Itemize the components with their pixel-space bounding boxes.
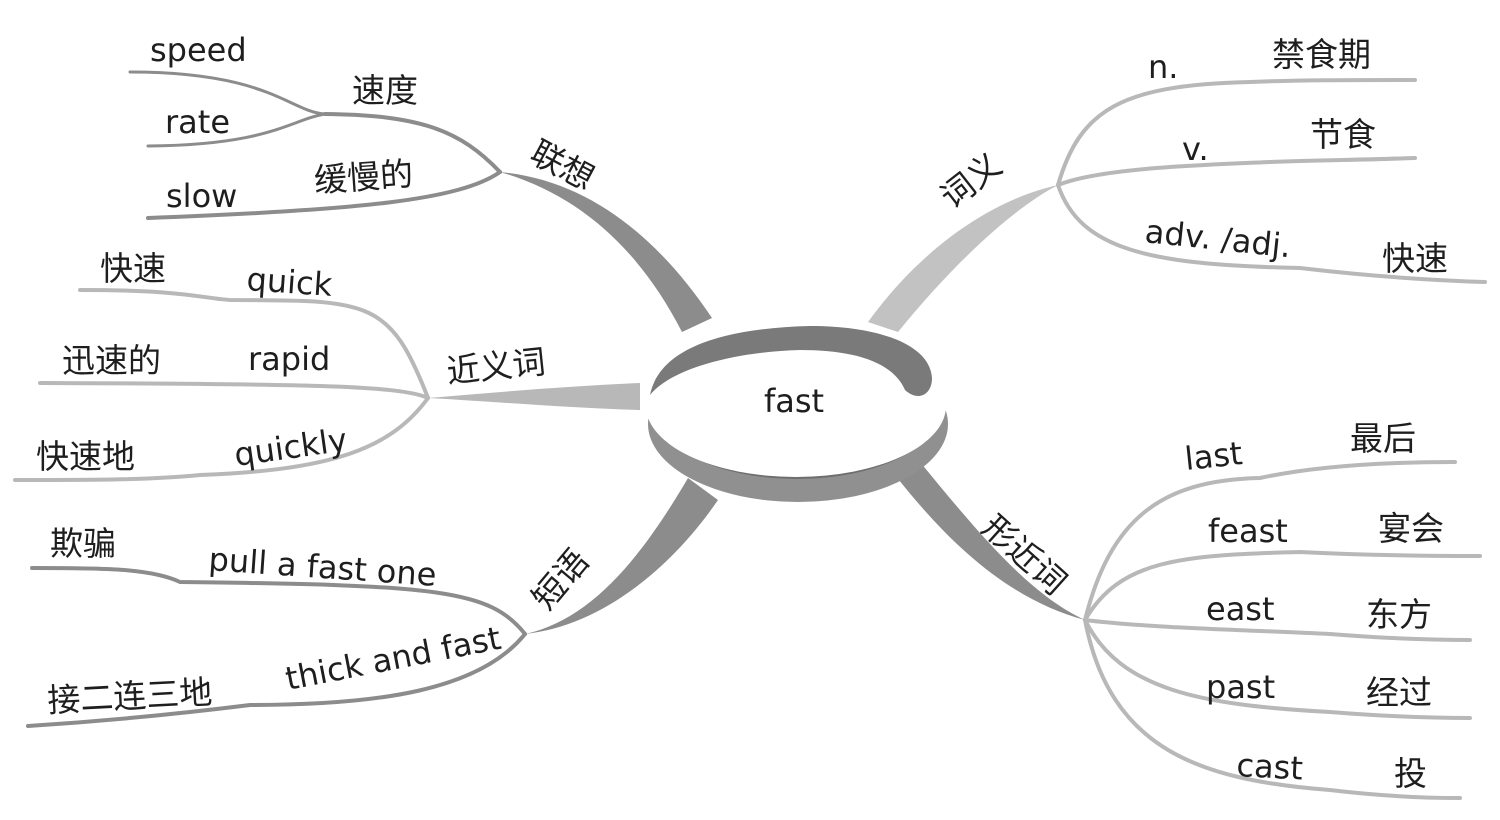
synonym-word-quick: quick (245, 260, 334, 304)
synonym-meaning-rapid: 迅速的 (62, 341, 161, 380)
phrase-meaning-pull: 欺骗 (50, 524, 116, 563)
synonym-word-rapid: rapid (248, 340, 330, 378)
meaning-text-v: 节食 (1310, 115, 1376, 154)
branch-similar-trunk (895, 462, 1085, 620)
phrase-thick-and-fast: thick and fast (282, 619, 504, 698)
meaning-text-adv-adj: 快速 (1382, 239, 1448, 278)
branch-association-trunk (500, 172, 712, 332)
similar-word-feast: feast (1208, 512, 1288, 550)
leaf-rate: rate (165, 103, 230, 141)
central-node: fast (646, 326, 948, 502)
synonym-word-quickly: quickly (232, 421, 350, 474)
meaning-pos-n: n. (1148, 48, 1178, 86)
similar-word-cast: cast (1236, 746, 1304, 787)
leaf-slow: slow (166, 177, 237, 215)
branch-phrases-trunk (525, 478, 718, 634)
similar-word-east: east (1206, 590, 1275, 628)
meaning-text-n: 禁食期 (1272, 35, 1371, 74)
similar-meaning-east: 东方 (1366, 595, 1432, 634)
similar-meaning-last: 最后 (1350, 419, 1416, 458)
similar-word-last: last (1183, 434, 1244, 478)
synonym-meaning-quick: 快速 (100, 249, 166, 288)
phrase-meaning-thick: 接二连三地 (46, 672, 213, 720)
branch-meanings-trunk (868, 185, 1058, 332)
synonym-meaning-quickly: 快速地 (36, 437, 135, 476)
similar-meaning-cast: 投 (1394, 754, 1427, 793)
meaning-pos-v: v. (1182, 130, 1209, 168)
group-label-speed: 速度 (352, 71, 418, 110)
similar-meaning-feast: 宴会 (1378, 509, 1444, 548)
branch-synonyms-label: 近义词 (445, 342, 548, 391)
leaf-speed: speed (150, 31, 247, 69)
similar-meaning-past: 经过 (1366, 673, 1432, 712)
branch-synonyms-trunk (428, 383, 640, 410)
phrase-pull-a-fast-one: pull a fast one (207, 540, 437, 594)
group-label-slow: 缓慢的 (313, 154, 414, 200)
branch-meanings-label: 词义 (933, 145, 1009, 216)
similar-word-past: past (1206, 668, 1275, 706)
central-word: fast (764, 382, 824, 420)
central-swoosh (650, 326, 932, 397)
